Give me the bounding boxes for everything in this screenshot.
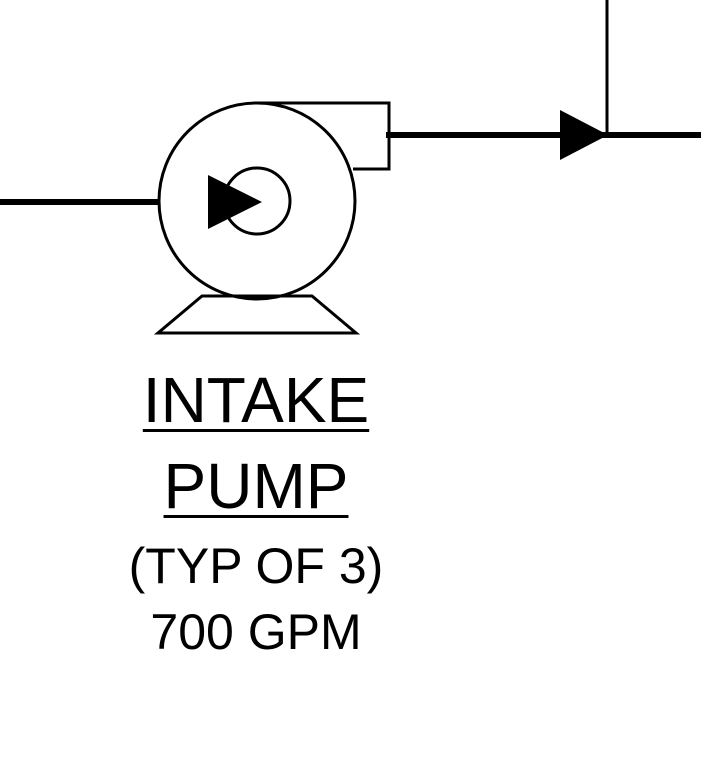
pump-name-line-1: INTAKE: [142, 364, 370, 436]
pump-base: [153, 294, 361, 335]
inlet-arrowhead: [208, 175, 262, 229]
discharge-flow-arrow-icon: [560, 110, 608, 160]
pump-name-line-2: PUMP: [163, 450, 349, 522]
pump-quantity-note: (TYP OF 3): [128, 538, 384, 594]
centrifugal-pump-icon: [153, 101, 391, 335]
pump-capacity: 700 GPM: [150, 604, 362, 660]
